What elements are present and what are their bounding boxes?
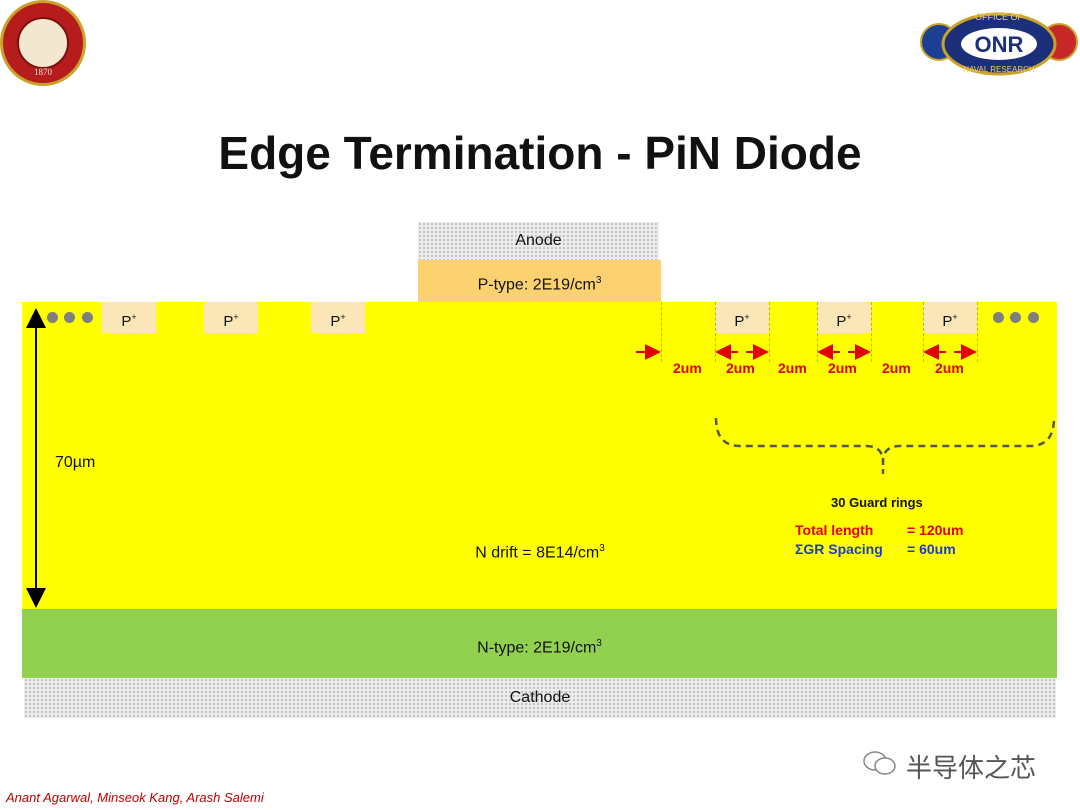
seal-year: 1870 <box>34 67 52 77</box>
watermark-text: 半导体之芯 <box>906 753 1037 783</box>
author-footer: Anant Agarwal, Minseok Kang, Arash Salem… <box>6 790 264 805</box>
anode-label: Anode <box>515 232 562 249</box>
spacing-label: 2um <box>778 360 807 376</box>
cathode-contact: Cathode <box>24 678 1056 718</box>
ellipsis-dot <box>1010 312 1021 323</box>
p-plus-ring: P+ <box>102 302 156 333</box>
p-plus-ring: P+ <box>311 302 365 333</box>
guard-ring-brace <box>714 417 1056 463</box>
boundary-guide <box>871 302 872 362</box>
boundary-guide <box>715 302 716 362</box>
ellipsis-dot <box>47 312 58 323</box>
p-plus-ring: P+ <box>204 302 258 333</box>
onr-acronym: ONR <box>975 32 1024 57</box>
ellipsis-dot <box>82 312 93 323</box>
boundary-guide <box>661 302 662 362</box>
n-drift-label: N drift = 8E14/cm3 <box>475 543 605 562</box>
boundary-guide <box>977 302 978 362</box>
ellipsis-dot <box>993 312 1004 323</box>
gr-spacing-value: = 60um <box>907 541 956 557</box>
p-type-label: P-type: 2E19/cm3 <box>477 275 602 294</box>
guard-ring-count: 30 Guard rings <box>831 495 923 510</box>
onr-logo: OFFICE OF ONR NAVAL RESEARCH <box>920 12 1078 76</box>
anode-contact: Anode <box>418 222 659 260</box>
p-plus-ring: P+ <box>715 302 769 333</box>
p-type-layer: P-type: 2E19/cm3 <box>418 260 661 302</box>
ellipsis-dot <box>64 312 75 323</box>
n-type-substrate: N-type: 2E19/cm3 <box>22 609 1057 678</box>
p-plus-ring: P+ <box>923 302 977 333</box>
cathode-label: Cathode <box>509 689 571 706</box>
onr-top-text: OFFICE OF <box>975 12 1023 22</box>
boundary-guide <box>923 302 924 362</box>
spacing-label: 2um <box>673 360 702 376</box>
page-title: Edge Termination - PiN Diode <box>218 127 862 179</box>
wechat-icon <box>863 751 896 775</box>
n-drift-region <box>22 302 1057 609</box>
spacing-label: 2um <box>935 360 964 376</box>
gr-spacing-label: ΣGR Spacing <box>795 541 883 557</box>
n-type-label: N-type: 2E19/cm3 <box>477 638 602 657</box>
total-length-label: Total length <box>795 522 874 538</box>
onr-bottom-text: NAVAL RESEARCH <box>963 65 1035 74</box>
thickness-label: 70µm <box>55 454 96 471</box>
boundary-guide <box>817 302 818 362</box>
boundary-guide <box>769 302 770 362</box>
total-length-value: = 120um <box>907 522 964 538</box>
spacing-label: 2um <box>882 360 911 376</box>
seal-center-icon <box>17 17 69 69</box>
spacing-label: 2um <box>726 360 755 376</box>
ohio-state-seal-logo: 1870 <box>0 0 86 86</box>
spacing-label: 2um <box>828 360 857 376</box>
ellipsis-dot <box>1028 312 1039 323</box>
p-plus-ring: P+ <box>817 302 871 333</box>
